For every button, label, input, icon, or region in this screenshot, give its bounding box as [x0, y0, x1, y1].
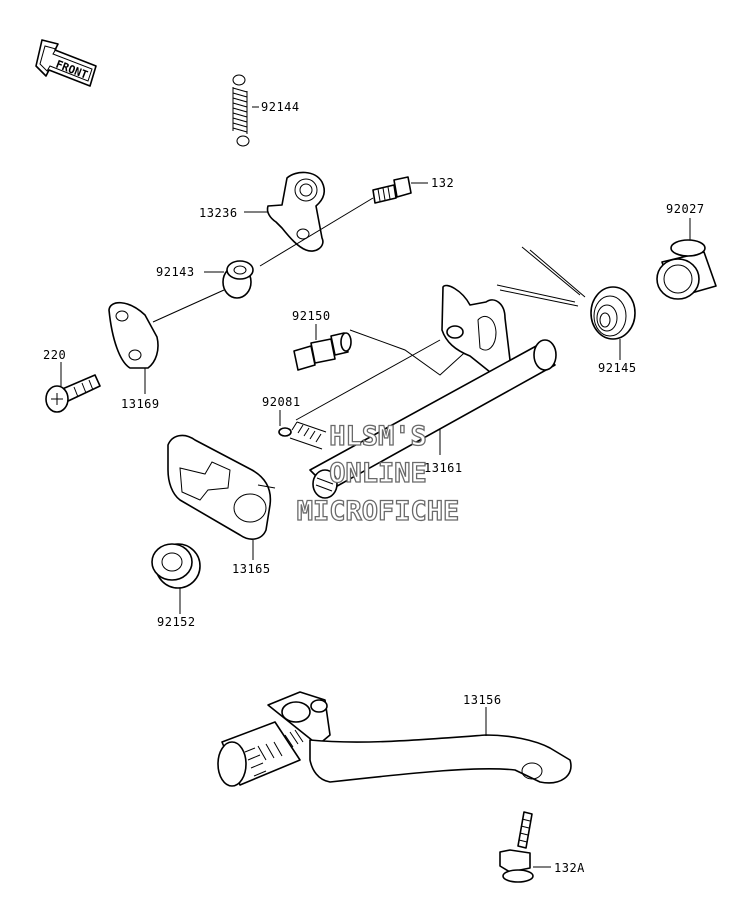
watermark-line-2: ONLINE: [329, 458, 427, 489]
part-label-13156: 13156: [463, 693, 502, 707]
watermark: HLSM'S ONLINE MICROFICHE: [296, 420, 460, 527]
part-label-132A: 132A: [554, 861, 585, 875]
plate-13169-icon: [108, 301, 159, 369]
part-label-92145: 92145: [598, 361, 637, 375]
collar-92143-icon: [222, 260, 254, 299]
part-label-92150: 92150: [292, 309, 331, 323]
part-label-13169: 13169: [121, 397, 160, 411]
watermark-line-3: MICROFICHE: [297, 496, 460, 527]
washer-92152-icon: [151, 543, 201, 589]
bolt-132A-icon: [499, 811, 534, 883]
bolt-132-icon: [372, 176, 412, 204]
shift-shaft-13161-icon: [309, 284, 557, 499]
spring-92144-icon: [232, 74, 250, 147]
part-label-13236: 13236: [199, 206, 238, 220]
shift-plate-13165-icon: [167, 434, 276, 540]
shift-pedal-13156-icon: [217, 691, 572, 787]
part-label-92081: 92081: [262, 395, 301, 409]
screw-220-icon: [45, 374, 101, 413]
bushing-92027-icon: [656, 239, 717, 300]
part-label-13161: 13161: [424, 461, 463, 475]
part-label-132: 132: [431, 176, 454, 190]
part-label-92027: 92027: [666, 202, 705, 216]
part-label-13165: 13165: [232, 562, 271, 576]
part-label-220: 220: [43, 348, 66, 362]
spring-92081-icon: [278, 421, 327, 450]
part-label-92144: 92144: [261, 100, 300, 114]
torsion-spring-92145-icon: [496, 246, 636, 340]
pin-bolt-92150-icon: [293, 332, 352, 371]
lever-arm-13236-icon: [266, 171, 325, 252]
part-label-92143: 92143: [156, 265, 195, 279]
part-label-92152: 92152: [157, 615, 196, 629]
watermark-line-1: HLSM'S: [329, 421, 427, 452]
front-arrow-icon: FRONT: [35, 39, 97, 87]
